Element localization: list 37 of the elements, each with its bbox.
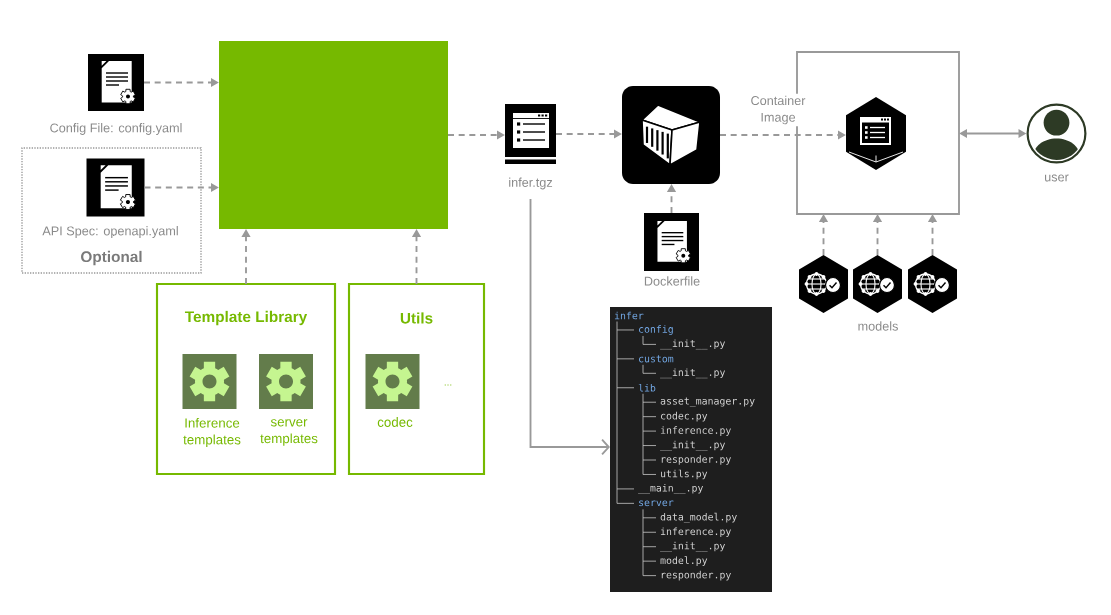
file-name: __init__.py [660,339,726,350]
icon-label: infer.tgz [509,177,553,190]
folder-name: server [639,500,674,507]
folder-name: infer [614,311,644,320]
file-name: inference.py [660,527,731,538]
hexagon-icon [846,97,906,170]
file-name: model.py [660,556,708,566]
network-icon [853,255,902,313]
ellipsis: ... [444,384,452,386]
file-name: inference.py [660,426,731,436]
icon-label: server templates [260,419,318,446]
edge-label: Container Image [744,93,812,127]
network-icon [799,255,848,313]
icon-label: codec [377,417,413,427]
container-icon [622,86,720,184]
file-name: responder.py [661,455,731,465]
file-name: __init__.py [660,541,726,552]
file-name: utils.py [661,469,708,480]
icon-label: Config File: config.yaml [50,123,182,135]
file-name: codec.py [661,411,708,422]
icon-label: Inference templates [183,417,241,448]
folder-name: lib [638,383,656,392]
file-name: __init__.py [660,368,726,379]
file-name: __main__.py [638,484,704,494]
icon-label: Dockerfile [644,276,700,286]
network-icon [908,255,957,313]
folder-name: config [639,325,673,335]
file-name: data_model.py [660,512,737,523]
arrow [529,198,610,456]
process-box [219,41,448,229]
file-name: responder.py [661,570,731,581]
icon-label: API Spec: openapi.yaml [42,226,178,238]
icon-label: user [1045,174,1069,182]
file-name: asset_manager.py [660,397,755,407]
file-name: __init__.py [660,440,726,451]
folder-name: custom [639,355,674,363]
caption: models [858,321,898,331]
